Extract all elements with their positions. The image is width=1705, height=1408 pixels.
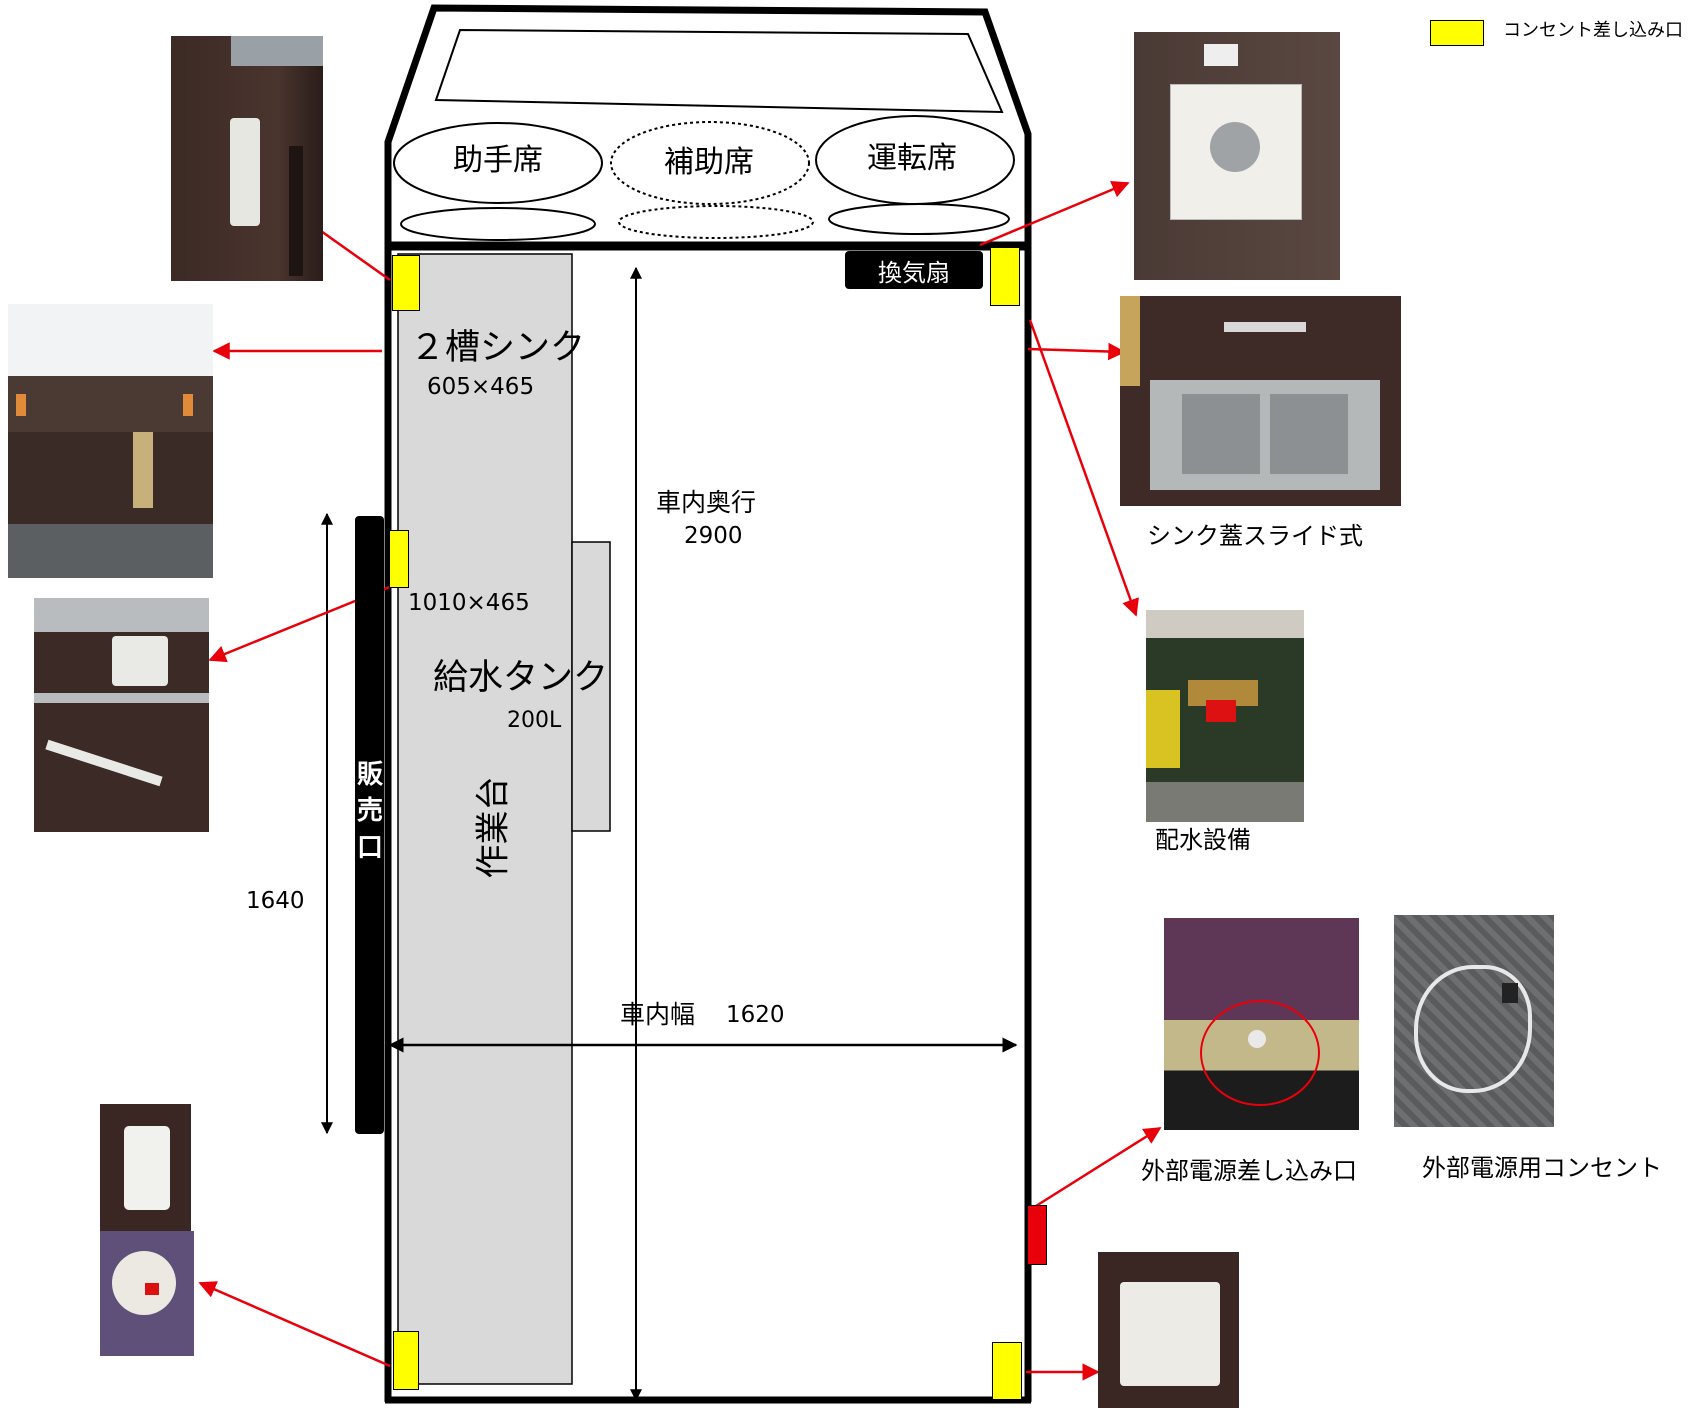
- round-socket-icon: [112, 1251, 176, 1315]
- inlet-cap-icon: [1248, 1030, 1266, 1048]
- tank-title: 給水タンク: [433, 658, 609, 698]
- caption-external-cord: 外部電源用コンセント: [1422, 1154, 1662, 1182]
- arrow-to-vent-fan: [979, 181, 1130, 247]
- outlet-marker-counter: [389, 530, 409, 588]
- seats: [393, 115, 1015, 241]
- outlet-box-icon: [112, 636, 168, 686]
- aluminum-rail: [34, 693, 209, 703]
- arrow-to-wall-outlet: [198, 1281, 391, 1368]
- worktable-label-text: 作業台: [473, 776, 514, 879]
- sink-bowl-left: [1182, 394, 1260, 474]
- photo-switch-panel: [1098, 1252, 1239, 1408]
- photo-external-inlet: [1164, 918, 1359, 1130]
- outlet-marker-rear-right: [992, 1342, 1022, 1400]
- faucet-icon: [1224, 322, 1306, 332]
- cabinet-handle-icon: [16, 394, 26, 416]
- callout-arrows: [198, 181, 1162, 1381]
- ground-area: [1146, 782, 1304, 822]
- seat-driver-label: 運転席: [867, 141, 957, 176]
- photo-external-cord: [1394, 915, 1554, 1127]
- water-tank: [571, 541, 611, 832]
- caption-water-equipment: 配水設備: [1155, 826, 1251, 854]
- outlet-marker-rear-left: [393, 1331, 419, 1390]
- outlet-marker-front-right: [990, 247, 1020, 306]
- legend-swatch: [1430, 20, 1484, 46]
- photo-floor-socket: [100, 1231, 194, 1356]
- floor-area: [8, 524, 213, 578]
- tank-volume: 200L: [507, 708, 562, 733]
- seat-middle-label: 補助席: [664, 145, 754, 180]
- sales-window-char-1: 販: [357, 760, 384, 790]
- photo-vent-fan: [1134, 32, 1340, 280]
- caption-sink-cover: シンク蓋スライド式: [1147, 522, 1363, 550]
- wood-strip-icon: [133, 432, 153, 508]
- cable-icon: [45, 739, 163, 787]
- cord-coil-icon: [1414, 965, 1532, 1093]
- seat-passenger-label: 助手席: [453, 143, 543, 178]
- photo-water-equipment: [1146, 610, 1304, 822]
- vent-fan-blades-icon: [1210, 122, 1260, 172]
- sink-bowl-right: [1270, 394, 1348, 474]
- vent-plug-icon: [1204, 44, 1238, 66]
- sales-window-bar: [355, 516, 384, 1134]
- arrow-to-sink: [1027, 342, 1126, 361]
- switch-panel-icon: [1120, 1282, 1220, 1386]
- equipment-top: [1146, 610, 1304, 638]
- aluminum-frame: [34, 598, 209, 632]
- switch-plate-icon: [230, 118, 260, 226]
- counter-size: 1010×465: [408, 590, 530, 616]
- window-length: 1640: [246, 888, 305, 914]
- external-power-inlet-marker: [1027, 1205, 1047, 1265]
- sales-window-char-2: 売: [357, 796, 384, 827]
- depth-value: 2900: [684, 523, 743, 549]
- photo-interior-cabinet: [8, 304, 213, 578]
- sales-window-label: 販 売 口: [357, 757, 383, 866]
- photo-cabinet-switch: [171, 36, 323, 281]
- sink-size: 605×465: [427, 374, 535, 400]
- arrow-to-external-inlet: [1035, 1126, 1162, 1208]
- outlet-marker-front-left: [392, 255, 420, 311]
- photo-ceiling-detail: [231, 36, 323, 66]
- legend-label: コンセント差し込み口: [1503, 20, 1683, 41]
- worktable-counter: [397, 253, 573, 1385]
- cabinet-doors-icon: [8, 376, 213, 432]
- photo-door-edge: [289, 146, 303, 276]
- cabinet-handle-icon-2: [183, 394, 193, 416]
- sink-title: ２槽シンク: [410, 328, 586, 368]
- vent-fan-badge: 換気扇: [845, 251, 983, 289]
- wood-edge-icon: [1120, 296, 1140, 386]
- arrow-to-water-equipment: [1028, 319, 1139, 617]
- depth-label: 車内奥行: [656, 488, 757, 517]
- width-value: 1620: [726, 1002, 785, 1028]
- sales-window-char-3: 口: [357, 832, 384, 863]
- photo-sink: [1120, 296, 1401, 506]
- wall-outlet-icon: [124, 1126, 170, 1210]
- highlight-circle: [1200, 1000, 1320, 1106]
- width-label: 車内幅: [620, 1000, 696, 1029]
- photo-counter-outlet: [34, 598, 209, 832]
- photo-wall-outlet: [100, 1104, 191, 1231]
- socket-switch-icon: [145, 1283, 159, 1295]
- caption-external-inlet: 外部電源差し込み口: [1141, 1157, 1357, 1185]
- cord-plug-icon: [1502, 983, 1518, 1003]
- yellow-pipe-icon: [1146, 690, 1180, 768]
- cab-outline: [384, 4, 1032, 251]
- valve-handle-icon: [1206, 700, 1236, 722]
